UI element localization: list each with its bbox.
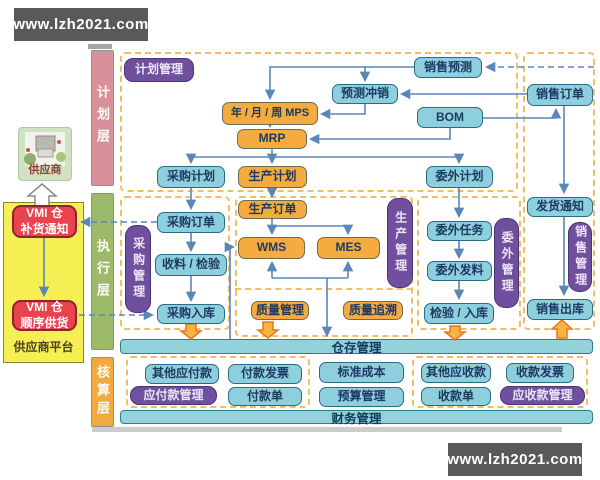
layer-bar-accounting: 核算层 <box>91 357 114 427</box>
node-receivable-mgmt: 应收款管理 <box>500 386 585 405</box>
node-production-mgmt: 生产管理 <box>387 198 413 288</box>
node-purchase-order: 采购订单 <box>157 212 225 233</box>
node-outsourcing-issue: 委外发料 <box>427 261 492 281</box>
node-sales-order: 销售订单 <box>527 84 593 106</box>
watermark-top: www.lzh2021.com <box>13 8 148 41</box>
payables-area-frame <box>126 356 310 408</box>
node-receipt-invoice: 收款发票 <box>506 363 574 383</box>
receivables-area-frame <box>412 356 588 408</box>
node-forecast-offset: 预测冲销 <box>332 84 398 104</box>
node-sales-out: 销售出库 <box>527 299 593 320</box>
node-payment-note: 付款单 <box>228 387 302 406</box>
node-receipt-note: 收款单 <box>421 387 491 406</box>
vmi-replenish-line2: 补货通知 <box>20 221 69 236</box>
node-mrp: MRP <box>237 129 307 149</box>
node-std-cost: 标准成本 <box>319 362 404 383</box>
node-quality-mgmt: 质量管理 <box>251 301 309 320</box>
node-planning-mgmt: 计划管理 <box>124 58 194 82</box>
node-purchase-mgmt: 采购管理 <box>125 225 151 313</box>
node-outsourcing-mgmt: 委外管理 <box>494 218 519 308</box>
node-mes: MES <box>317 237 380 259</box>
supplier-label: 供应商 <box>28 164 62 176</box>
warehouse-management-bar: 仓存管理 <box>120 339 593 355</box>
node-payable-mgmt: 应付款管理 <box>130 386 217 405</box>
vmi-replenish-box: VMI 仓 补货通知 <box>12 205 77 238</box>
vmi-sequence-box: VMI 仓 顺序供货 <box>12 300 77 331</box>
node-bom: BOM <box>417 107 483 128</box>
node-mps: 年 / 月 / 周 MPS <box>222 102 318 125</box>
supplier-image-box: 供应商 <box>18 127 72 181</box>
node-production-plan: 生产计划 <box>238 166 307 188</box>
node-other-payable: 其他应付款 <box>145 364 219 384</box>
layer-bar-planning: 计划层 <box>91 50 114 186</box>
node-sales-forecast: 销售预测 <box>414 57 482 78</box>
outsourcing-area-frame <box>417 196 521 330</box>
finance-management-bar: 财务管理 <box>120 410 593 426</box>
node-production-order: 生产订单 <box>238 200 307 219</box>
layer-bar-execution: 执行层 <box>91 193 114 350</box>
node-purchase-plan: 采购计划 <box>157 166 225 188</box>
quality-area-divider <box>235 288 413 290</box>
supplier-image <box>24 132 66 166</box>
node-outsourcing-plan: 委外计划 <box>426 166 493 188</box>
node-delivery-notice: 发货通知 <box>527 197 593 217</box>
purchase-area-frame <box>120 196 230 330</box>
vmi-replenish-line1: VMI 仓 <box>26 205 63 220</box>
node-receive-inspect: 收料 / 检验 <box>155 254 227 276</box>
planning-area-frame <box>120 52 518 192</box>
node-wms: WMS <box>238 237 305 259</box>
node-purchase-in: 采购入库 <box>157 304 225 324</box>
vmi-sequence-line1: VMI 仓 <box>26 299 63 314</box>
node-quality-trace: 质量追溯 <box>343 301 403 320</box>
watermark-bottom: www.lzh2021.com <box>447 443 582 476</box>
vmi-sequence-line2: 顺序供货 <box>20 315 69 330</box>
node-budget-mgmt: 预算管理 <box>319 387 404 407</box>
supplier-platform-label: 供应商平台 <box>13 340 74 354</box>
node-payment-invoice: 付款发票 <box>228 364 302 384</box>
node-outsourcing-task: 委外任务 <box>427 221 492 241</box>
node-inspect-in: 检验 / 入库 <box>424 303 494 324</box>
node-other-receivable: 其他应收款 <box>421 363 491 383</box>
node-sales-mgmt: 销售管理 <box>568 222 592 292</box>
